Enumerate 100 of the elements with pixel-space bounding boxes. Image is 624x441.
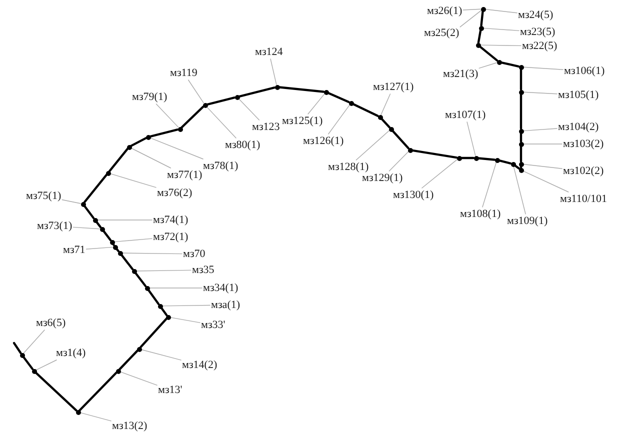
leader-line — [120, 372, 158, 386]
point-label: мз34(1) — [203, 282, 238, 294]
leader-line — [380, 94, 391, 116]
point-marker — [476, 42, 480, 48]
leader-line — [130, 148, 172, 168]
route-line — [12, 342, 22, 354]
point-label: мз26(1) — [427, 5, 462, 17]
point-marker — [202, 102, 208, 108]
point-marker — [324, 90, 328, 94]
route-line — [380, 118, 390, 128]
route-line — [78, 372, 118, 412]
leader-line — [356, 130, 390, 160]
point-marker — [474, 156, 478, 160]
point-label: мз74(1) — [153, 214, 188, 226]
point-marker — [496, 60, 502, 64]
leader-line — [388, 151, 409, 172]
leader-line — [238, 98, 260, 120]
route-line — [411, 149, 458, 159]
route-line — [520, 68, 522, 91]
leader-line — [523, 66, 564, 70]
route-line — [83, 204, 95, 220]
point-marker — [378, 114, 382, 120]
point-label: мз71 — [63, 244, 86, 256]
route-line — [477, 29, 482, 44]
point-marker — [106, 170, 110, 176]
leader-line — [206, 106, 236, 138]
point-marker — [92, 218, 98, 222]
point-label: мз80(1) — [225, 139, 260, 151]
point-marker — [408, 148, 412, 152]
leader-line — [466, 122, 476, 156]
point-label: мз77(1) — [167, 169, 202, 181]
leader-line — [422, 159, 458, 188]
point-marker — [136, 346, 142, 352]
route-line — [206, 96, 236, 106]
route-line — [95, 220, 102, 228]
point-label: мз123 — [252, 121, 280, 133]
leader-line — [86, 246, 113, 250]
route-line — [238, 86, 276, 98]
point-label: мз72(1) — [153, 231, 188, 243]
point-label: мз14(2) — [182, 359, 218, 371]
point-marker — [110, 240, 114, 244]
point-marker — [518, 168, 524, 172]
leader-line — [141, 349, 182, 360]
point-label: мз73(1) — [37, 220, 72, 232]
point-marker — [80, 202, 86, 206]
route-line — [477, 157, 496, 161]
point-label: мз23(5) — [520, 26, 556, 38]
leader-line — [328, 104, 350, 134]
route-line — [34, 372, 78, 412]
leader-line — [188, 80, 204, 104]
point-label: мз129(1) — [362, 172, 403, 184]
point-marker — [478, 26, 484, 30]
point-label: мз78(1) — [203, 160, 238, 172]
point-label: мз79(1) — [132, 91, 168, 103]
route-line — [118, 350, 138, 370]
route-line — [327, 92, 350, 104]
point-marker — [32, 368, 36, 374]
leader-line — [114, 238, 152, 242]
point-marker — [132, 268, 136, 274]
leader-line — [136, 270, 192, 272]
point-label: мз25(2) — [424, 27, 460, 39]
leader-line — [110, 173, 156, 188]
point-label: мз22(5) — [522, 40, 558, 52]
leader-line — [480, 44, 522, 46]
point-marker — [144, 286, 150, 290]
route-line — [112, 243, 115, 246]
leader-line — [523, 128, 558, 132]
route-line — [352, 102, 379, 118]
point-label: мз103(2) — [563, 138, 604, 150]
route-line — [498, 160, 512, 164]
point-marker — [494, 158, 500, 162]
leader-line — [122, 252, 182, 254]
route-line — [278, 86, 325, 93]
leader-line — [156, 104, 179, 128]
point-marker — [518, 64, 524, 70]
point-label: мз102(2) — [563, 165, 604, 177]
route-line — [22, 356, 34, 370]
point-marker — [178, 126, 182, 132]
point-marker — [234, 94, 240, 100]
point-marker — [348, 100, 354, 106]
point-label: мз35 — [192, 264, 214, 276]
point-marker — [146, 134, 150, 140]
leader-line — [72, 226, 100, 230]
leader-line — [483, 28, 520, 32]
point-label: мз33' — [201, 319, 226, 331]
point-label: мз127(1) — [373, 81, 414, 93]
point-label: мз104(2) — [558, 121, 599, 133]
leader-line — [485, 8, 518, 14]
point-marker — [480, 6, 486, 12]
point-label: мз70 — [183, 248, 206, 260]
leader-line — [62, 199, 81, 204]
route-line — [120, 254, 134, 270]
point-label: мз76(2) — [157, 187, 192, 199]
point-label: мз21(3) — [443, 68, 478, 80]
route-line — [140, 318, 168, 348]
point-label: мз6(5) — [36, 317, 66, 329]
route-line — [83, 174, 108, 204]
route-line — [130, 137, 147, 147]
route-line — [480, 10, 484, 27]
point-label: мз128(1) — [328, 161, 369, 173]
